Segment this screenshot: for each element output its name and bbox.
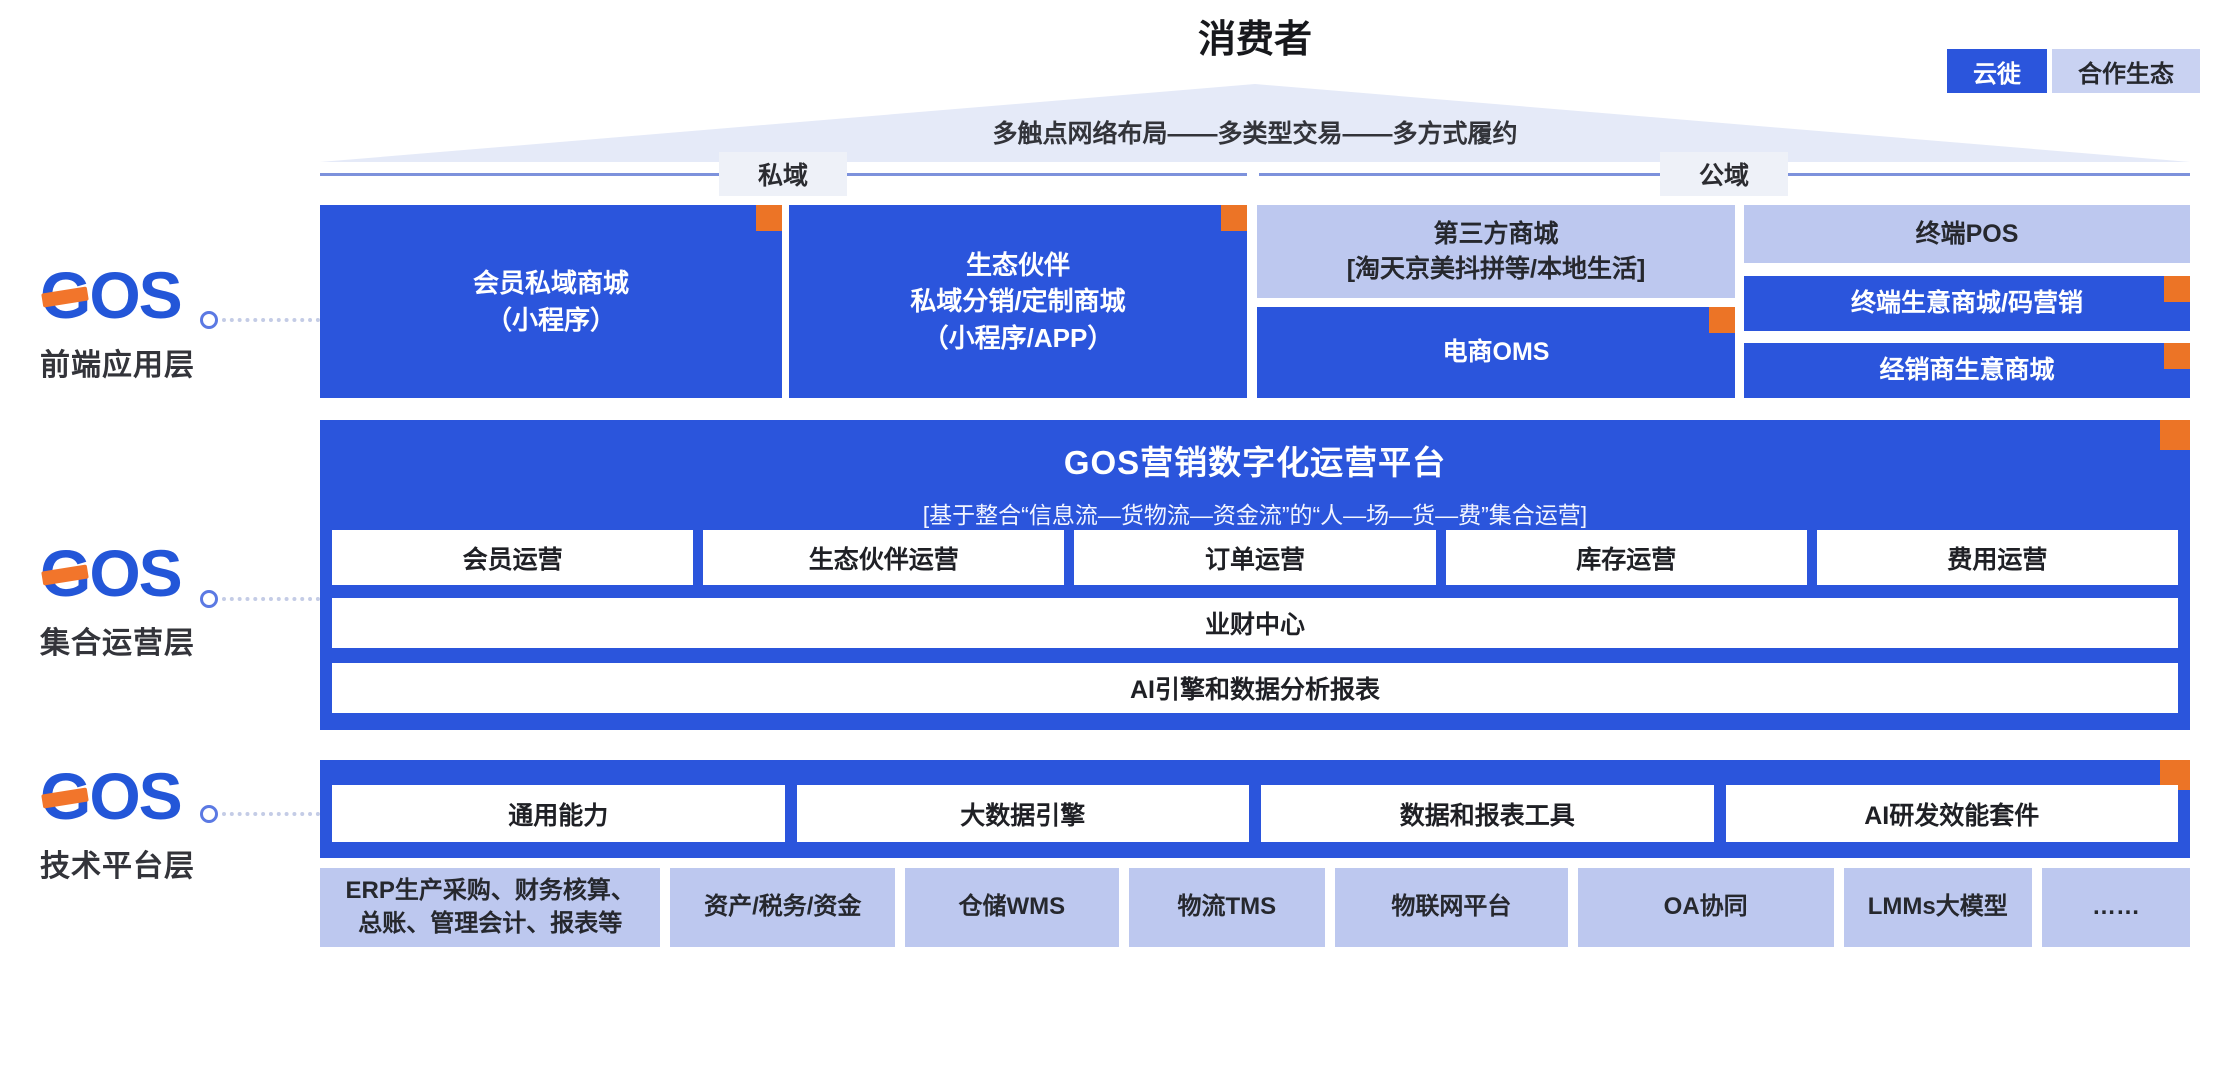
module-inventory-ops: 库存运营 [1445,530,1807,585]
external-box-tms-label: 物流TMS [1177,893,1277,921]
box-member-private-mall-label: 会员私域商城 （小程序） [472,268,629,335]
external-box-asset-tax-fund-label: 资产/税务/资金 [704,893,862,921]
external-box-oa: OA协同 [1577,868,1834,947]
box-ecommerce-oms-label: 电商OMS [1442,338,1550,366]
module-order-ops: 订单运营 [1074,530,1436,585]
box-third-party-mall: 第三方商城 [淘天京美抖拼等/本地生活] [1257,205,1735,298]
connector-dots-icon [222,318,320,322]
operations-platform-header: GOS营销数字化运营平台 [基于整合“信息流—货物流—资金流”的“人—场—货—费… [320,436,2190,530]
corner-marker [2160,420,2190,450]
external-box-asset-tax-fund: 资产/税务/资金 [670,868,896,947]
box-partner-mall-label: 生态伙伴 私域分销/定制商城 （小程序/APP） [910,249,1126,353]
connector-ring-icon [200,805,218,823]
layer-platform: GOS 技术平台层 [40,763,240,885]
funnel-banner: 多触点网络布局——多类型交易——多方式履约 [320,84,2190,162]
external-box-iot-label: 物联网平台 [1391,893,1512,921]
connector-dots-icon [222,597,320,601]
layer-frontend-label: 前端应用层 [40,349,195,382]
box-third-party-mall-label: 第三方商城 [淘天京美抖拼等/本地生活] [1346,219,1646,283]
legend-chip-yunxi[interactable]: 云徙 [1947,49,2047,93]
private-domain-label: 私域 [719,152,847,196]
corner-marker [1221,205,1247,231]
box-terminal-pos-label: 终端POS [1915,219,2019,248]
gos-logo: GOS [40,536,183,610]
corner-marker [2164,343,2190,369]
external-box-iot: 物联网平台 [1335,868,1568,947]
box-dealer-mall: 经销商生意商城 [1744,343,2190,398]
external-box-more-label: …… [2091,893,2140,921]
module-general-capability: 通用能力 [332,785,785,842]
layer-frontend: GOS 前端应用层 [40,262,240,384]
corner-marker [756,205,782,231]
box-terminal-pos: 终端POS [1744,205,2190,263]
external-systems-row: ERP生产采购、财务核算、 总账、管理会计、报表等 资产/税务/资金 仓储WMS… [320,868,2190,947]
layer-platform-label: 技术平台层 [40,850,195,883]
external-box-tms: 物流TMS [1128,868,1326,947]
module-partner-ops: 生态伙伴运营 [703,530,1065,585]
external-box-erp-label: ERP生产采购、财务核算、 总账、管理会计、报表等 [345,877,635,937]
external-box-wms-label: 仓储WMS [958,893,1066,921]
operations-platform-subtitle: [基于整合“信息流—货物流—资金流”的“人—场—货—费”集合运营] [922,502,1588,528]
legend-chip-ecosystem[interactable]: 合作生态 [2052,49,2200,93]
box-terminal-mall: 终端生意商城/码营销 [1744,276,2190,331]
external-box-llm-label: LMMs大模型 [1867,893,2008,921]
box-member-private-mall: 会员私域商城 （小程序） [320,205,782,398]
operations-platform-container: GOS营销数字化运营平台 [基于整合“信息流—货物流—资金流”的“人—场—货—费… [320,420,2190,730]
box-terminal-mall-label: 终端生意商城/码营销 [1851,289,2083,317]
module-member-ops: 会员运营 [332,530,694,585]
tech-modules-row: 通用能力 大数据引擎 数据和报表工具 AI研发效能套件 [332,785,2178,842]
tech-platform-container: 通用能力 大数据引擎 数据和报表工具 AI研发效能套件 [320,760,2190,858]
gos-logo: GOS [40,258,183,332]
box-ecommerce-oms: 电商OMS [1257,307,1735,398]
legend: 云徙 合作生态 [1947,49,2200,93]
module-ai-devtools: AI研发效能套件 [1725,785,2178,842]
page-title: 消费者 [1197,19,1312,61]
operations-platform-title: GOS营销数字化运营平台 [1063,444,1447,481]
connector-ring-icon [200,590,218,608]
layer-operations: GOS 集合运营层 [40,540,240,662]
external-box-oa-label: OA协同 [1663,893,1748,921]
module-expense-ops: 费用运营 [1816,530,2179,585]
box-dealer-mall-label: 经销商生意商城 [1879,356,2055,384]
public-domain-label: 公域 [1660,152,1788,196]
corner-marker [2164,276,2190,302]
external-box-erp: ERP生产采购、财务核算、 总账、管理会计、报表等 [320,868,661,947]
external-box-wms: 仓储WMS [905,868,1119,947]
module-ai-reports: AI引擎和数据分析报表 [332,663,2178,713]
box-partner-mall: 生态伙伴 私域分销/定制商城 （小程序/APP） [789,205,1247,398]
module-data-report-tools: 数据和报表工具 [1261,785,1714,842]
module-finance-center: 业财中心 [332,598,2178,648]
layer-operations-label: 集合运营层 [40,627,195,660]
corner-marker [1709,307,1735,333]
external-box-llm: LMMs大模型 [1843,868,2032,947]
funnel-banner-text: 多触点网络布局——多类型交易——多方式履约 [992,120,1518,148]
connector-ring-icon [200,311,218,329]
operations-modules-row: 会员运营 生态伙伴运营 订单运营 库存运营 费用运营 [332,530,2179,585]
connector-dots-icon [222,812,320,816]
external-box-more: …… [2041,868,2190,947]
module-bigdata-engine: 大数据引擎 [796,785,1249,842]
gos-logo: GOS [40,759,183,833]
